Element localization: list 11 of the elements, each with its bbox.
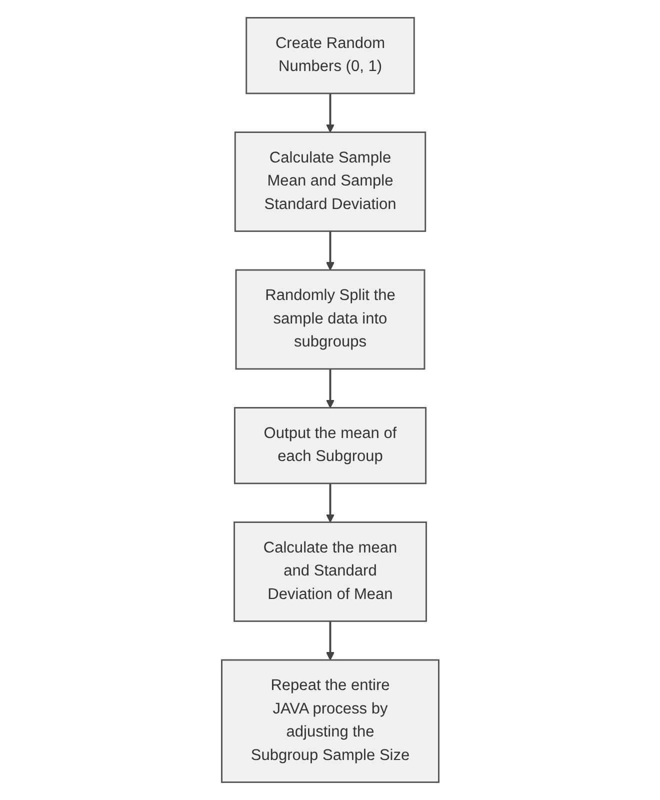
node-box: Output the mean of each Subgroup: [234, 407, 426, 484]
node-box: Create Random Numbers (0, 1): [245, 17, 415, 94]
arrow: [326, 93, 334, 133]
node-box: Calculate the mean and Standard Deviation of Mean: [233, 522, 427, 622]
arrow: [326, 368, 334, 408]
node-box: Randomly Split the sample data into subgroups: [235, 269, 425, 370]
node-box: Repeat the entire JAVA process by adjusting the Subgroup Sample Size: [220, 659, 440, 783]
node-box: Calculate Sample Mean and Sample Standard Deviation: [234, 132, 426, 232]
arrow: [326, 231, 334, 270]
arrow: [326, 483, 334, 523]
arrow: [326, 621, 334, 660]
